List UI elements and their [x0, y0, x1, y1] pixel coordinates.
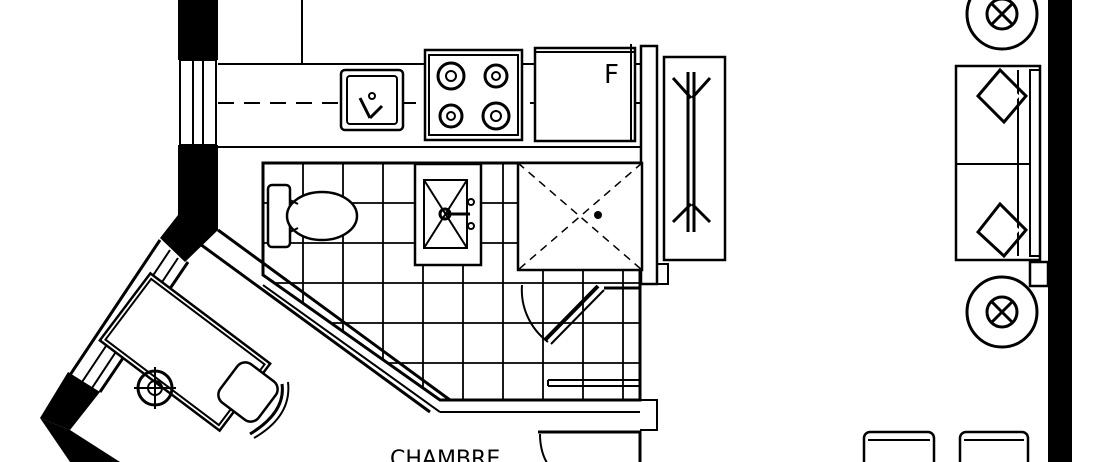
bathroom-lower-wall	[262, 284, 658, 431]
bathroom-door	[520, 284, 640, 387]
room-label-chambre: CHAMBRE	[390, 447, 500, 462]
lamp-top-icon	[965, 0, 1039, 51]
wall-left-corner	[160, 215, 218, 262]
wall-left-mid	[178, 145, 218, 230]
bathroom-sink-icon	[413, 162, 483, 267]
desk-chair-icon	[217, 361, 279, 423]
wall-left-upper	[178, 0, 218, 60]
shower-icon	[516, 161, 644, 272]
fridge-letter: F	[604, 60, 619, 90]
desk-lamp-icon	[134, 367, 176, 409]
sofa-icon	[954, 64, 1042, 262]
wall-bottom-left	[40, 418, 120, 462]
bedroom-door-arc	[538, 430, 642, 462]
lamp-bottom-icon	[965, 275, 1039, 349]
chair-2-icon	[958, 430, 1030, 462]
chair-1-icon	[862, 430, 936, 462]
wall-outlet	[1028, 260, 1050, 288]
wall-right	[1048, 0, 1072, 462]
wall-diagonal-lower	[40, 372, 100, 430]
stove-icon	[423, 48, 524, 142]
toilet-icon	[266, 183, 359, 249]
desk-chair-back	[249, 383, 284, 436]
window-left	[179, 59, 217, 146]
exterior-walls	[40, 0, 1072, 462]
kitchen-sink-icon	[339, 68, 405, 132]
bedroom-partition	[199, 228, 451, 414]
closet	[662, 55, 727, 262]
fridge-icon: F	[533, 44, 637, 143]
hanger-bottom-icon	[671, 202, 693, 224]
hanger-top-icon	[671, 76, 693, 100]
